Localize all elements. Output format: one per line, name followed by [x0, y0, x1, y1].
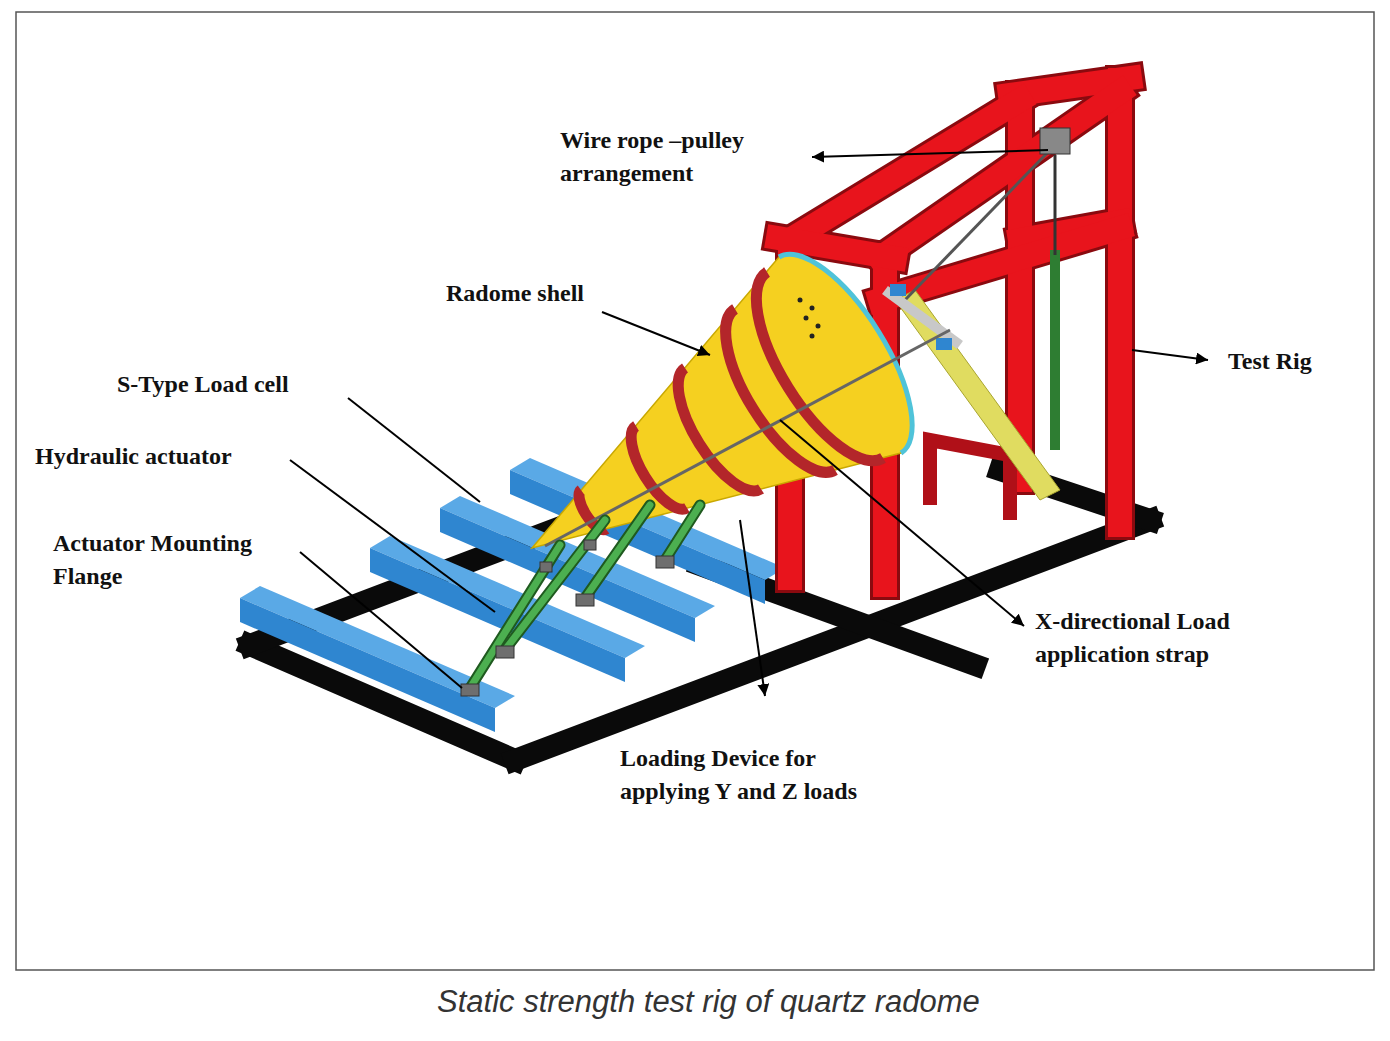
mounting-flange [576, 594, 594, 606]
wire-rope [1054, 155, 1057, 255]
radome-cone [532, 254, 912, 548]
mounting-flange [656, 556, 674, 568]
rig-actuator [1050, 250, 1060, 450]
actuator [585, 505, 650, 598]
leader-arrow [812, 150, 1048, 157]
mounting-flange [496, 646, 514, 658]
rig-member [1105, 80, 1135, 525]
blue-beam-top [240, 586, 515, 708]
figure-frame [16, 12, 1374, 970]
load-cell-label: S-Type Load cell [117, 368, 377, 401]
pulley-label: Wire rope –pulley arrangement [560, 124, 805, 190]
actuator [585, 505, 650, 598]
dot [810, 306, 815, 311]
actuator-label: Hydraulic actuator [35, 440, 295, 473]
clamp-band [756, 272, 883, 461]
load-rod [545, 330, 950, 546]
actuator-outline [470, 505, 700, 688]
rig-label: Test Rig [1228, 345, 1378, 378]
blue-beam-side [240, 598, 495, 732]
mounting-flange [461, 684, 479, 696]
load-arm [885, 290, 960, 345]
clamp-block [936, 338, 952, 350]
clamp-band [726, 309, 835, 472]
dot [798, 298, 803, 303]
strap-label: X-directional Load application strap [1035, 605, 1240, 671]
leader-line [290, 460, 495, 612]
support-stand [930, 440, 1010, 520]
actuators [470, 505, 700, 688]
flanges [461, 540, 674, 696]
leader-line [300, 552, 462, 688]
loading-device-label: Loading Device for applying Y and Z load… [620, 742, 905, 808]
rig-member [1108, 80, 1132, 525]
actuator [665, 505, 700, 560]
dot [816, 324, 821, 329]
radome-dots [798, 298, 821, 339]
wire-rope [905, 150, 1050, 300]
leader-arrow [602, 312, 710, 355]
flange-label: Actuator Mounting Flange [53, 527, 293, 593]
leader-arrow [1132, 350, 1208, 360]
leader-arrow [740, 520, 765, 696]
leader-line [348, 398, 480, 502]
radome-rim [779, 254, 912, 453]
rig-member [790, 100, 1020, 240]
leader-arrow [780, 420, 1024, 626]
load-cell [584, 540, 596, 550]
radome-bands [579, 272, 883, 530]
actuator [470, 545, 560, 688]
clamp-block [890, 284, 906, 296]
dot [804, 316, 809, 321]
clamp-band [678, 368, 761, 491]
actuator [470, 545, 560, 688]
load-cell [540, 562, 552, 572]
actuator [665, 505, 700, 560]
figure-caption: Static strength test rig of quartz radom… [437, 984, 980, 1020]
dot [810, 334, 815, 339]
shell-label: Radome shell [446, 277, 686, 310]
